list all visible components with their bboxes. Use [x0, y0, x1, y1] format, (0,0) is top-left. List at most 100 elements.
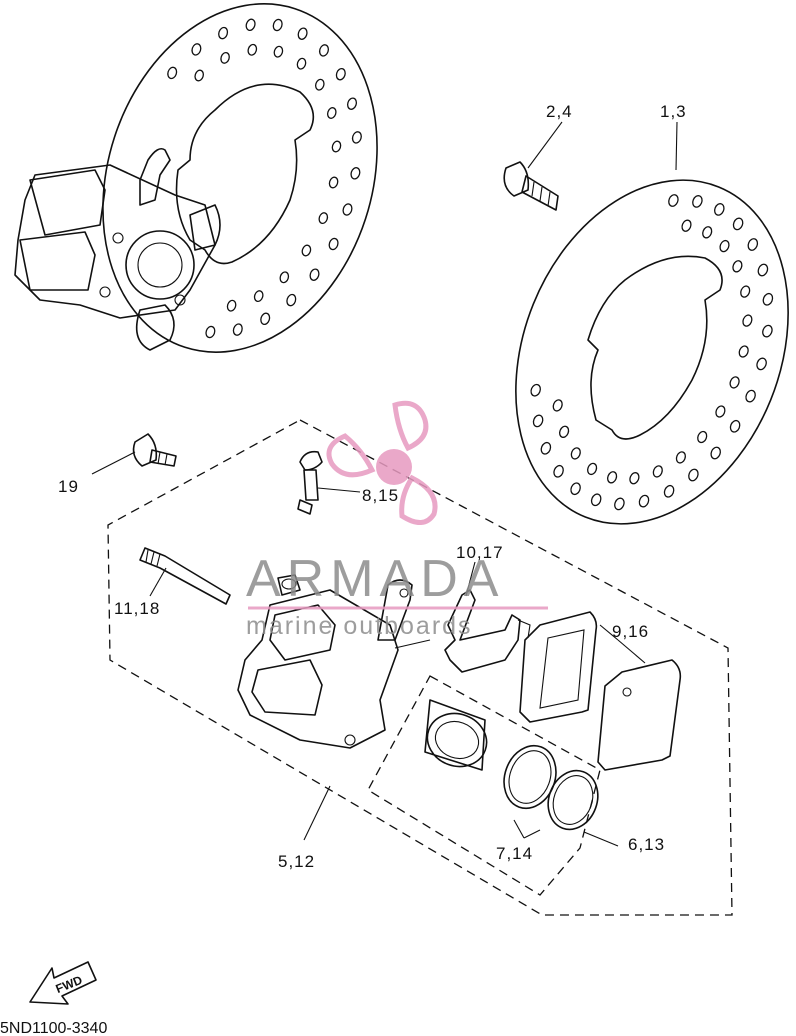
cooling-hole	[688, 468, 699, 482]
cooling-hole	[675, 451, 686, 464]
cooling-hole	[220, 51, 230, 64]
cooling-hole	[326, 107, 337, 119]
callout-2-4: 2,4	[546, 102, 573, 121]
cooling-hole	[663, 484, 675, 498]
cooling-hole	[738, 345, 749, 358]
cooling-hole	[757, 263, 769, 277]
cooling-hole	[245, 18, 256, 32]
cooling-hole	[318, 212, 329, 225]
cooling-hole	[697, 430, 708, 444]
cooling-hole	[218, 26, 229, 40]
cooling-hole	[732, 260, 743, 273]
cooling-hole	[273, 45, 284, 58]
cooling-hole	[553, 464, 564, 478]
cooling-hole	[540, 441, 552, 455]
cooling-hole	[614, 497, 625, 511]
cooling-hole	[167, 66, 178, 80]
brand-wordmark: ARMADA	[246, 550, 504, 608]
cooling-hole	[286, 293, 297, 307]
cooling-hole	[350, 167, 361, 180]
cooling-hole	[702, 226, 713, 239]
cooling-hole	[607, 471, 618, 484]
callout-1-3: 1,3	[660, 102, 687, 121]
callout-5-12: 5,12	[278, 852, 315, 871]
cooling-hole	[714, 203, 725, 216]
callout-8-15: 8,15	[362, 486, 399, 505]
callout-9-16: 9,16	[612, 622, 649, 641]
cooling-hole	[559, 425, 570, 438]
cooling-hole	[668, 194, 679, 207]
cooling-hole	[552, 399, 563, 412]
cooling-hole	[747, 238, 759, 251]
brake-disc	[515, 179, 789, 525]
cooling-hole	[742, 314, 753, 327]
callout-7-14: 7,14	[496, 844, 533, 863]
cooling-hole	[226, 299, 237, 312]
cooling-hole	[342, 203, 353, 216]
cooling-hole	[729, 419, 741, 433]
cooling-hole	[205, 325, 216, 339]
caliper-piston	[424, 699, 488, 771]
cooling-hole	[745, 389, 756, 403]
slide-pin	[139, 547, 231, 605]
cooling-hole	[191, 43, 202, 56]
callout-6-13: 6,13	[628, 835, 665, 854]
cooling-hole	[297, 27, 308, 40]
assembled-caliper	[14, 147, 221, 351]
cooling-hole	[638, 494, 650, 508]
cooling-hole	[532, 414, 544, 428]
diagram-code: 5ND1100-3340	[0, 1020, 107, 1036]
cooling-hole	[762, 292, 774, 306]
cooling-hole	[314, 78, 325, 91]
dust-seal	[547, 769, 599, 831]
disc-bolt	[503, 161, 559, 211]
callout-10-17: 10,17	[456, 543, 504, 562]
cooling-hole	[328, 237, 339, 251]
cooling-hole	[279, 271, 290, 284]
cooling-hole	[194, 69, 205, 82]
bleed-screw	[297, 450, 323, 515]
fwd-arrow-icon: FWD	[29, 961, 97, 1005]
cooling-hole	[272, 18, 283, 32]
cooling-hole	[253, 290, 264, 303]
cooling-hole	[729, 376, 740, 389]
cooling-hole	[570, 482, 581, 496]
cooling-hole	[715, 405, 726, 418]
cooling-hole	[570, 447, 581, 460]
cooling-hole	[740, 285, 751, 298]
cooling-hole	[301, 244, 312, 257]
callout-11-18: 11,18	[114, 599, 160, 618]
caliper-body	[237, 574, 431, 749]
cooling-hole	[247, 43, 258, 56]
cooling-hole	[732, 217, 744, 231]
leader-lines	[91, 121, 678, 847]
mounting-bolt	[132, 433, 177, 467]
cooling-hole	[335, 67, 346, 81]
cooling-hole	[652, 465, 663, 478]
cooling-hole	[756, 357, 767, 371]
assembled-disc-top-left	[102, 3, 378, 353]
cooling-hole	[629, 472, 640, 485]
brake-pad-outer	[597, 659, 682, 771]
brake-pad-inner	[519, 611, 598, 723]
cooling-hole	[587, 462, 598, 476]
cooling-hole	[590, 493, 602, 507]
cooling-hole	[346, 97, 358, 110]
cooling-hole	[719, 239, 730, 253]
cooling-hole	[530, 383, 541, 397]
caliper-kit-outline	[107, 419, 733, 916]
cooling-hole	[351, 131, 362, 144]
cooling-hole	[692, 195, 703, 208]
cooling-hole	[309, 268, 320, 281]
cooling-hole	[710, 446, 721, 460]
cooling-hole	[762, 324, 773, 338]
cooling-hole	[328, 176, 339, 189]
cooling-hole	[318, 44, 330, 57]
cooling-hole	[260, 312, 271, 326]
seal-kit-outline	[367, 675, 601, 896]
armada-watermark: ARMADA marine outboards	[246, 400, 548, 640]
pad-spring	[444, 589, 531, 673]
cooling-hole	[296, 57, 307, 70]
cooling-hole	[681, 219, 692, 232]
